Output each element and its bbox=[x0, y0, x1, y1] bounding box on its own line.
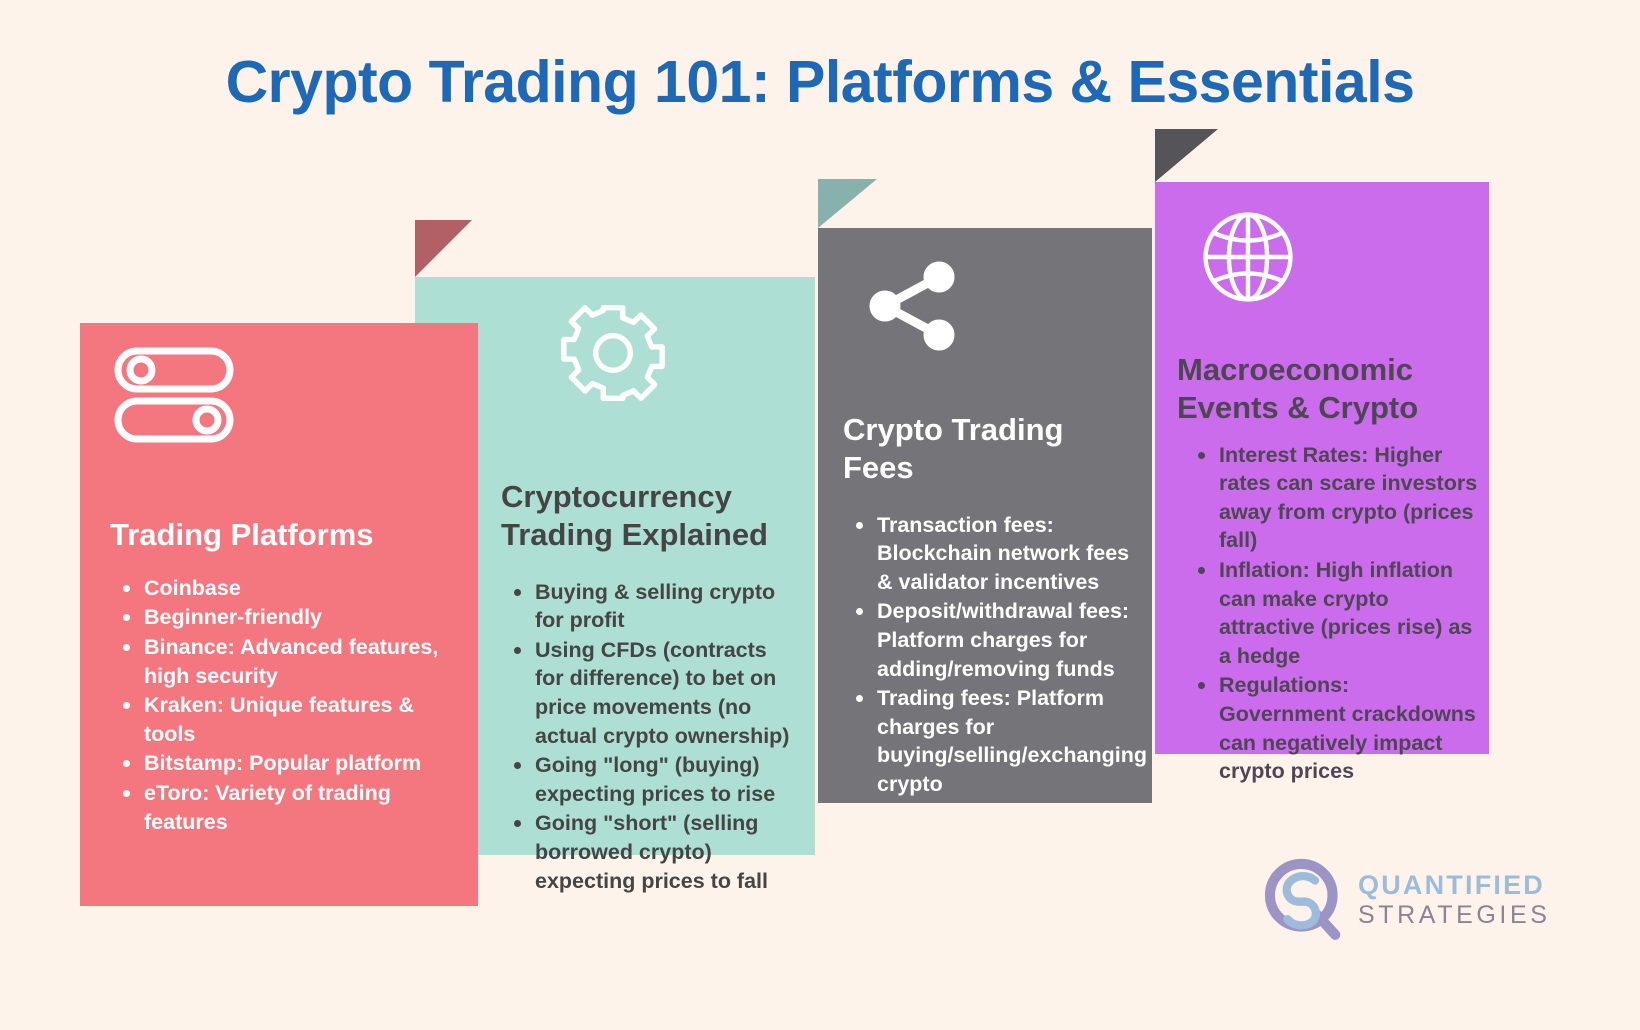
quantified-strategies-logo: QUANTIFIED STRATEGIES bbox=[1258, 845, 1548, 955]
list-item: Going "short" (selling borrowed crypto) … bbox=[501, 809, 793, 895]
page-title: Crypto Trading 101: Platforms & Essentia… bbox=[225, 49, 1415, 115]
list-item: Buying & selling crypto for profit bbox=[501, 578, 793, 635]
card-fees-title: Crypto Trading Fees bbox=[843, 412, 1064, 485]
list-item: Transaction fees: Blockchain network fee… bbox=[843, 511, 1140, 597]
card-trading-platforms: Trading Platforms Coinbase Beginner-frie… bbox=[80, 323, 478, 906]
list-item: Going "long" (buying) expecting prices t… bbox=[501, 751, 793, 808]
gear-icon bbox=[559, 299, 793, 412]
list-item: Inflation: High inflation can make crypt… bbox=[1185, 556, 1479, 670]
server-racks-icon bbox=[112, 345, 452, 450]
card-macroeconomic-events: Macroeconomic Events & Crypto Interest R… bbox=[1155, 129, 1489, 783]
card-explained-body: Cryptocurrency Trading Explained Buying … bbox=[415, 277, 815, 893]
logo-wordmark: QUANTIFIED STRATEGIES bbox=[1358, 872, 1551, 928]
card-cryptocurrency-trading-explained: Cryptocurrency Trading Explained Buying … bbox=[415, 220, 815, 893]
quantified-strategies-logo-icon bbox=[1258, 852, 1350, 949]
card-platforms-title: Trading Platforms bbox=[110, 517, 374, 552]
card-macro-body: Macroeconomic Events & Crypto Interest R… bbox=[1155, 182, 1489, 783]
card-fees-body: Crypto Trading Fees Transaction fees: Bl… bbox=[818, 228, 1152, 803]
logo-word-quantified: QUANTIFIED bbox=[1358, 870, 1545, 900]
folded-corner-explained bbox=[415, 220, 472, 277]
share-icon bbox=[863, 256, 1140, 361]
card-fees-list: Transaction fees: Blockchain network fee… bbox=[843, 511, 1147, 799]
list-item: Kraken: Unique features & tools bbox=[110, 691, 452, 748]
list-item: eToro: Variety of trading features bbox=[110, 779, 452, 836]
card-macro-title: Macroeconomic Events & Crypto bbox=[1177, 352, 1419, 425]
globe-icon bbox=[1195, 204, 1479, 315]
card-macro-list: Interest Rates: Higher rates can scare i… bbox=[1177, 441, 1479, 786]
list-item: Bitstamp: Popular platform bbox=[110, 749, 452, 778]
list-item: Deposit/withdrawal fees: Platform charge… bbox=[843, 597, 1140, 683]
list-item: Trading fees: Platform charges for buyin… bbox=[843, 684, 1147, 798]
logo-word-strategies: STRATEGIES bbox=[1358, 901, 1551, 929]
list-item: Using CFDs (contracts for difference) to… bbox=[501, 636, 793, 750]
list-item: Binance: Advanced features, high securit… bbox=[110, 633, 452, 690]
list-item: Coinbase bbox=[110, 574, 452, 603]
folded-corner-fees bbox=[818, 179, 877, 228]
list-item: Interest Rates: Higher rates can scare i… bbox=[1185, 441, 1479, 555]
list-item: Beginner-friendly bbox=[110, 603, 452, 632]
card-explained-list: Buying & selling crypto for profit Using… bbox=[501, 578, 793, 896]
card-platforms-list: Coinbase Beginner-friendly Binance: Adva… bbox=[110, 574, 452, 836]
card-explained-title: Cryptocurrency Trading Explained bbox=[501, 479, 768, 552]
card-crypto-trading-fees: Crypto Trading Fees Transaction fees: Bl… bbox=[818, 179, 1152, 803]
list-item: Regulations: Government crackdowns can n… bbox=[1185, 671, 1479, 785]
card-platforms-body: Trading Platforms Coinbase Beginner-frie… bbox=[80, 323, 478, 906]
folded-corner-macro bbox=[1155, 129, 1218, 182]
